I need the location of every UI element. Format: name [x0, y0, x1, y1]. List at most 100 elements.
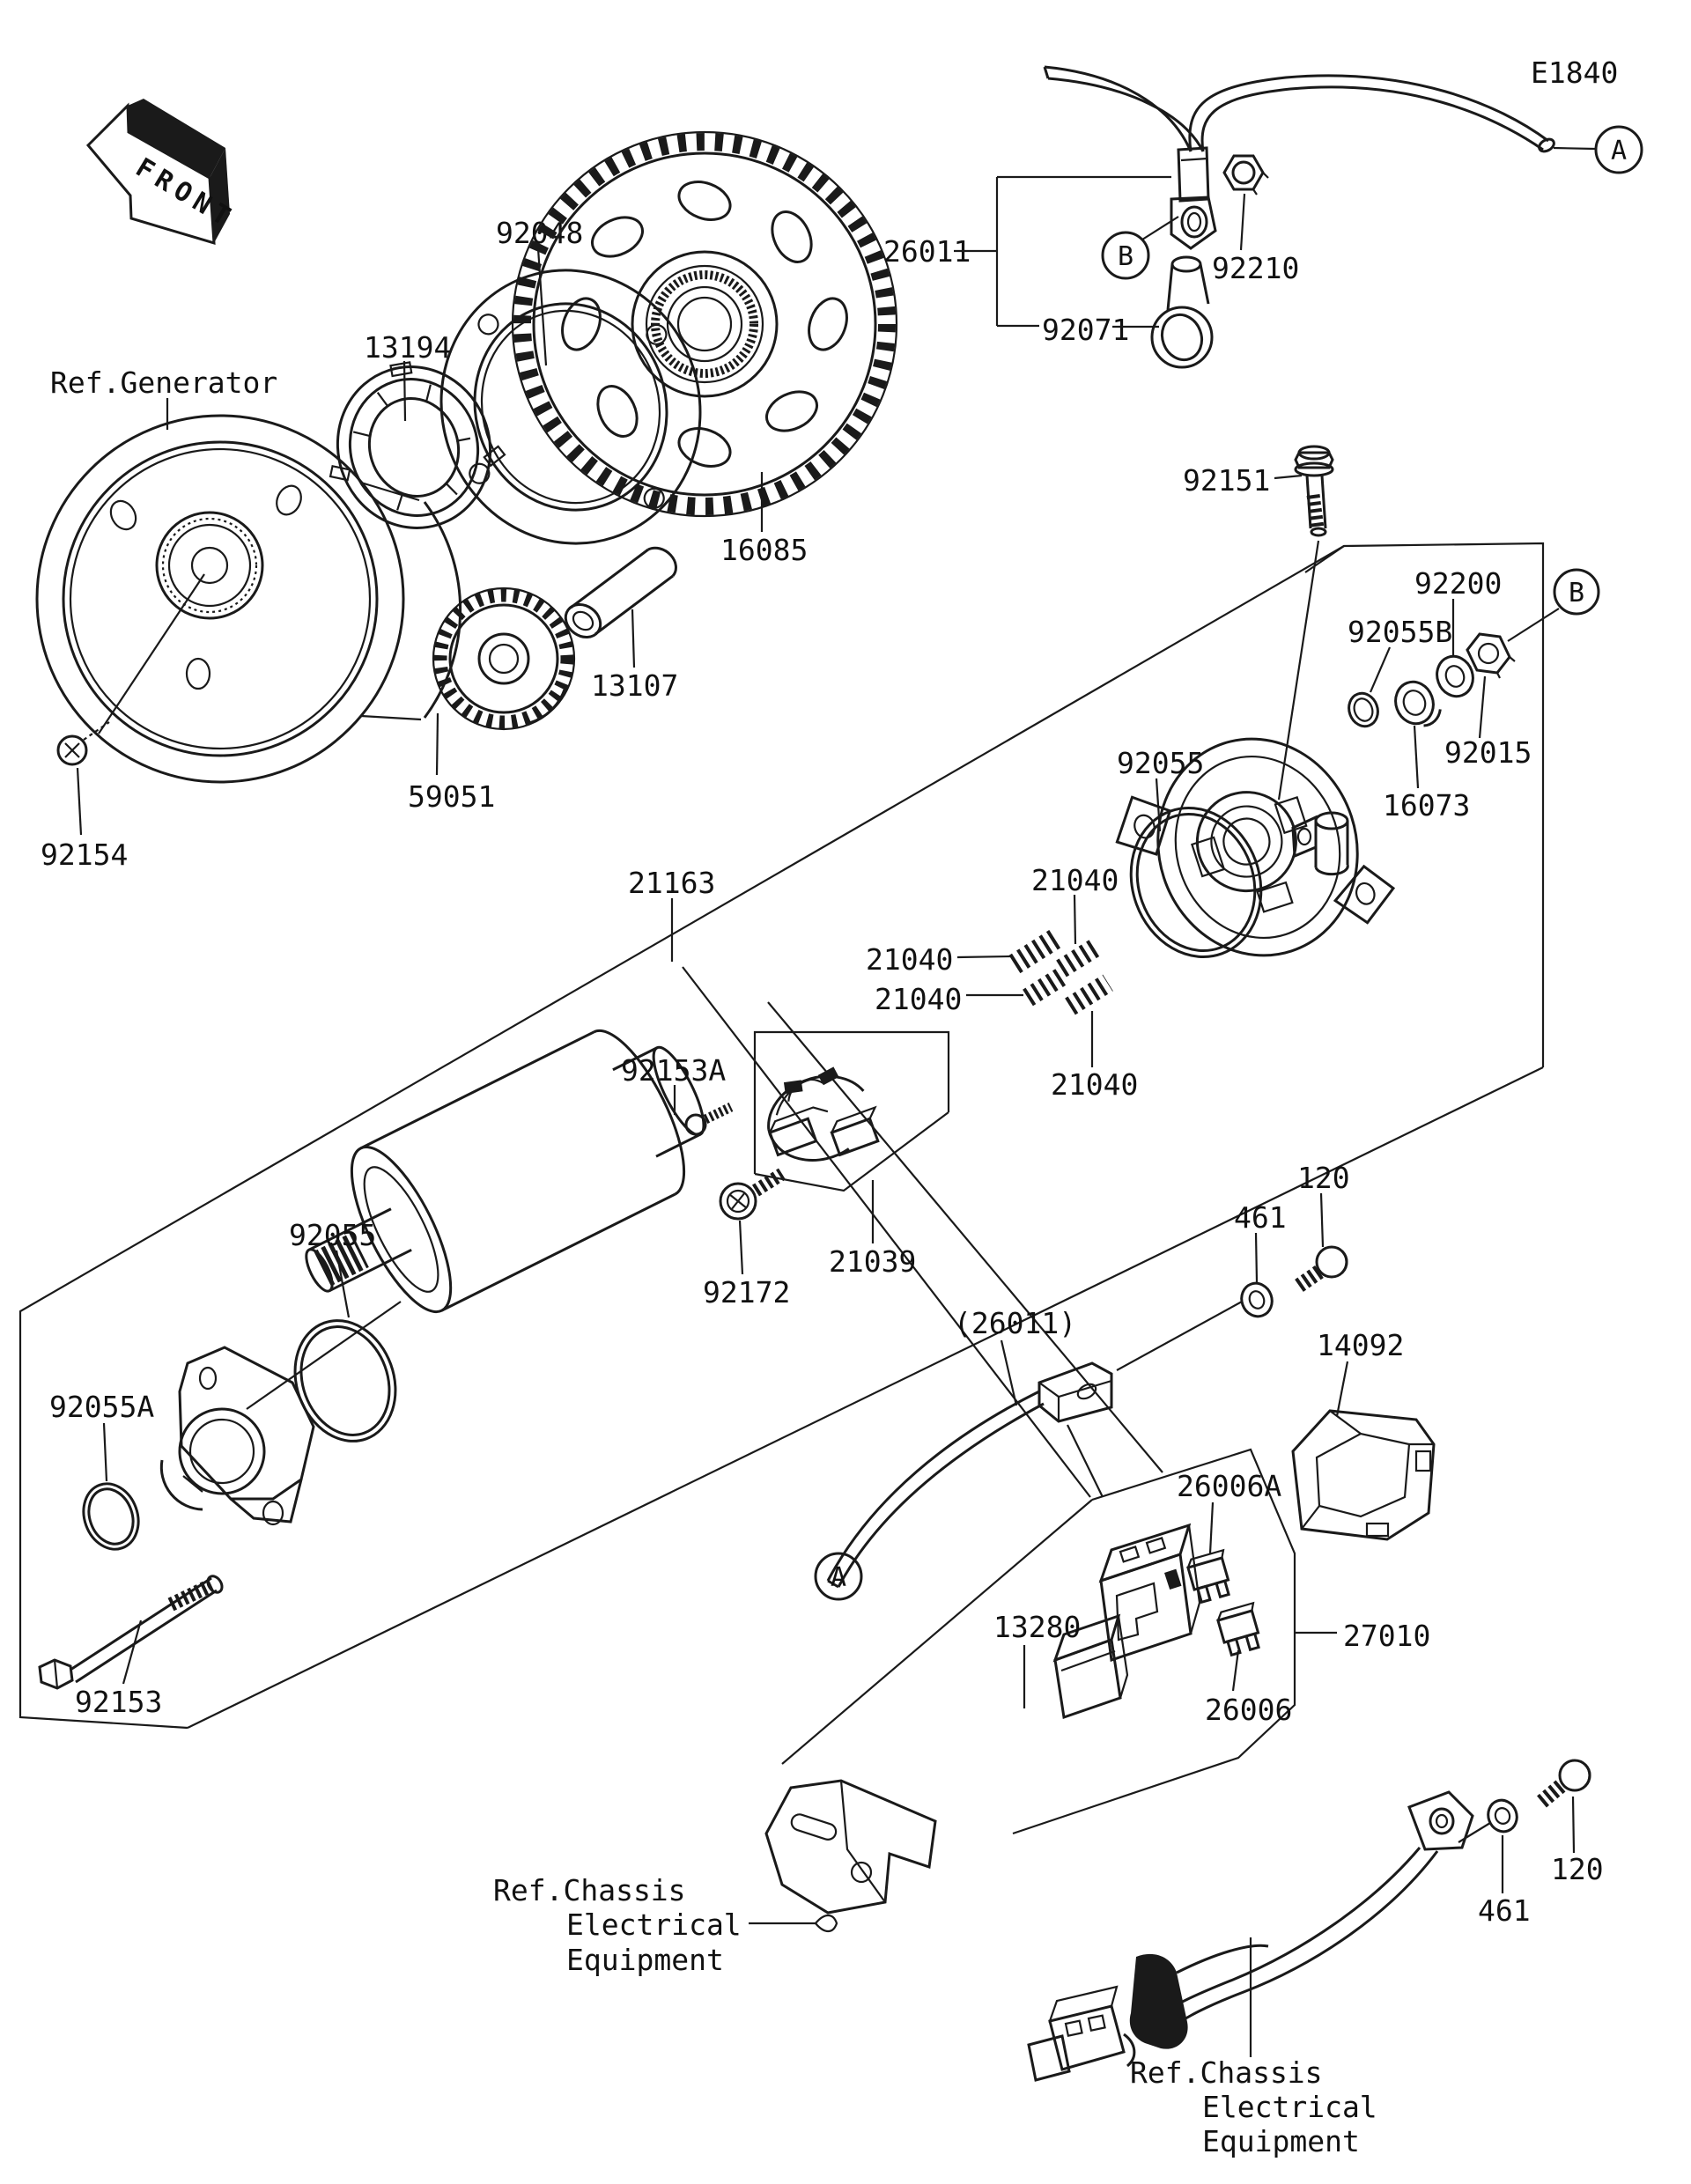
front-arrow: FRONT [85, 99, 240, 246]
part-label-26006: 26006 [1205, 1693, 1292, 1727]
gasket-92048-drawing [439, 269, 702, 545]
part-label-13280: 13280 [993, 1610, 1081, 1644]
part-label-21040-lowleft: 21040 [875, 982, 962, 1016]
leader-92055a [102, 1422, 108, 1482]
part-label-13194: 13194 [364, 330, 451, 365]
bolt-120-top-drawing [1292, 1245, 1348, 1294]
part-label-92151: 92151 [1183, 463, 1270, 498]
leader-26011-ref [1000, 1339, 1018, 1406]
washer-461-bottom-drawing [1487, 1798, 1518, 1834]
part-label-21163: 21163 [628, 866, 715, 900]
connector-circle-a-top: A [1553, 125, 1643, 174]
part-label-92153a: 92153A [621, 1053, 726, 1088]
generator-flywheel-drawing [35, 414, 462, 784]
leader-59051 [435, 712, 439, 776]
leader-13107 [631, 609, 636, 668]
assembly-group-boxes [18, 540, 1545, 1835]
mount-bracket-drawing [764, 1779, 937, 1915]
leader-21040-top [1073, 894, 1077, 945]
part-label-92055-right: 92055 [1117, 746, 1204, 780]
nut-92210-drawing [1222, 154, 1269, 196]
relay-cover-14092-drawing [1291, 1409, 1436, 1541]
clutch-13194-drawing [329, 361, 506, 529]
lead-wire-26011-drawing [1043, 65, 1555, 250]
part-label-120-bottom: 120 [1551, 1852, 1604, 1886]
leader-92153 [122, 1620, 143, 1685]
ref-chassis-left-line1: Ref.Chassis [493, 1873, 686, 1907]
front-cover-drawing [159, 1346, 315, 1526]
washer-461-top-drawing [1240, 1281, 1274, 1318]
leader-461-top [1254, 1232, 1259, 1283]
part-label-92055a: 92055A [49, 1390, 154, 1424]
leader-92055-right [1155, 778, 1162, 832]
svg-text:A: A [1611, 136, 1627, 166]
part-label-26011-ref: (26011) [954, 1306, 1076, 1340]
ref-chassis-bottom-line1: Ref.Chassis [1130, 2055, 1323, 2090]
fuse-26006-drawing [1216, 1601, 1260, 1657]
leader-92151 [1274, 474, 1303, 480]
ref-chassis-left-line3: Equipment [566, 1943, 724, 1977]
part-label-461-top: 461 [1234, 1200, 1287, 1235]
part-label-21040-midleft: 21040 [866, 942, 953, 977]
assembly-axis-left [246, 1301, 402, 1410]
page-code: E1840 [1531, 55, 1618, 90]
oring-92055-left-drawing [293, 1319, 397, 1442]
part-label-92015: 92015 [1444, 735, 1532, 770]
screw-92154-drawing [56, 721, 110, 766]
gear-59051-drawing [432, 587, 576, 731]
part-label-120-top: 120 [1297, 1161, 1350, 1195]
leader-26006 [1231, 1649, 1240, 1692]
svg-text:B: B [1118, 241, 1133, 272]
bolt-92151-drawing [1294, 445, 1334, 537]
part-label-92055-left: 92055 [289, 1218, 376, 1252]
leader-13194 [402, 360, 407, 422]
relay-13280-drawing [1052, 1613, 1129, 1720]
grommet-small [815, 1914, 838, 1933]
part-label-26006a: 26006A [1177, 1469, 1281, 1503]
bolt-120-bottom-drawing [1534, 1759, 1591, 1810]
part-label-92200: 92200 [1414, 566, 1502, 601]
screw-92172-drawing [719, 1168, 786, 1221]
leader-92015 [1478, 675, 1487, 739]
connector-circle-b-right: B [1507, 568, 1600, 642]
battery-cable-26011-drawing [826, 1301, 1243, 1589]
svg-text:B: B [1569, 578, 1584, 609]
part-label-21039: 21039 [829, 1244, 916, 1279]
connector-circle-b-top: B [1101, 216, 1179, 280]
connector-circle-a-mid: A [814, 1552, 863, 1601]
svg-text:A: A [831, 1562, 846, 1593]
part-label-92055b: 92055B [1348, 615, 1452, 649]
leader-92210 [1239, 193, 1246, 251]
leader-26006a [1208, 1502, 1215, 1554]
part-label-14092: 14092 [1317, 1328, 1404, 1362]
chassis-harness-drawing [1027, 1790, 1474, 2082]
bracket-26011 [954, 175, 1171, 328]
bearing-16073-drawing [1394, 680, 1442, 727]
part-label-21040-bottom: 21040 [1051, 1067, 1138, 1102]
leader-120-bottom [1571, 1796, 1576, 1854]
bolt-92153-drawing [38, 1575, 224, 1690]
part-label-59051: 59051 [408, 779, 495, 814]
part-label-27010: 27010 [1343, 1619, 1430, 1653]
leader-21040-midleft [956, 955, 1011, 959]
ref-chassis-left-line2: Electrical [566, 1907, 742, 1942]
leader-92055-left [335, 1250, 351, 1318]
part-label-16073: 16073 [1383, 788, 1470, 823]
brush-springs-21040 [1008, 929, 1113, 1015]
leader-92172 [738, 1220, 744, 1275]
pin-13107-drawing [564, 546, 677, 638]
leader-92055b [1369, 646, 1392, 693]
leader-14092 [1335, 1361, 1349, 1417]
part-label-461-bottom: 461 [1478, 1893, 1531, 1928]
oring-92055a-drawing [82, 1482, 140, 1551]
ref-generator-label: Ref.Generator [50, 365, 277, 400]
fuse-26006a-drawing [1186, 1548, 1230, 1605]
part-label-13107: 13107 [591, 668, 678, 703]
leader-461-to-bracket [1458, 1822, 1491, 1843]
leader-120-top [1319, 1192, 1325, 1248]
ref-chassis-bottom-line2: Electrical [1202, 2090, 1377, 2124]
part-label-92172: 92172 [703, 1275, 790, 1310]
part-label-92210: 92210 [1212, 251, 1299, 285]
part-label-21040-top: 21040 [1031, 863, 1119, 897]
